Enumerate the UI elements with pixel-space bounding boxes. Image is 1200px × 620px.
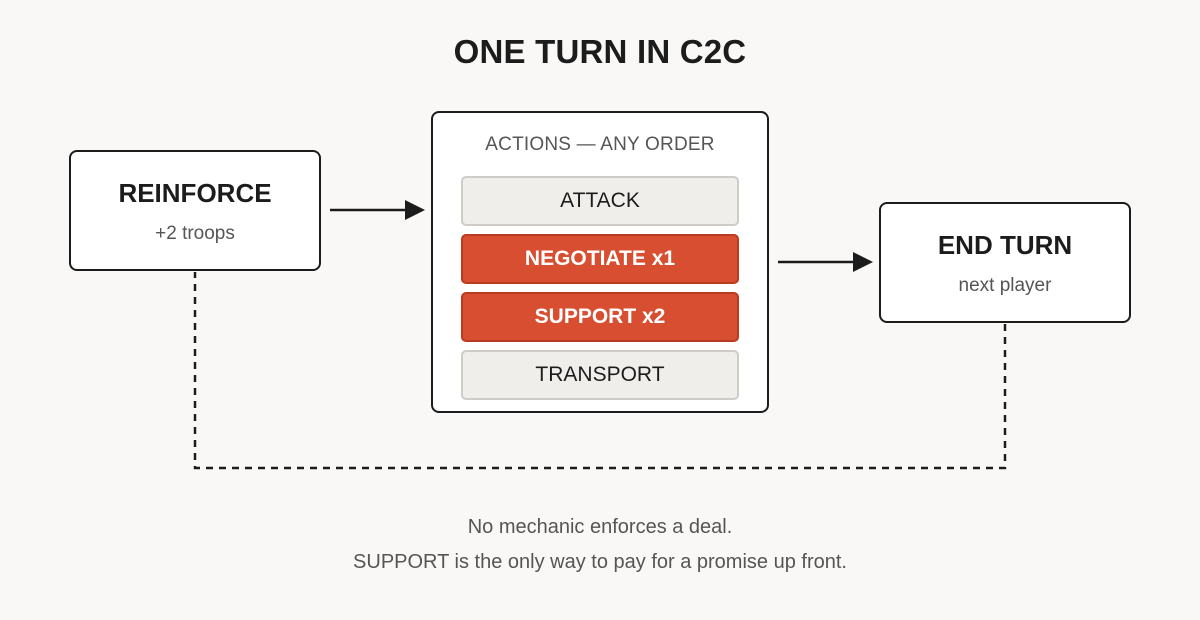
caption-line-2: SUPPORT is the only way to pay for a pro… <box>353 551 847 573</box>
end-turn-title: END TURN <box>937 230 1073 260</box>
end-turn-node: END TURN next player <box>879 202 1131 323</box>
action-attack: ATTACK <box>461 176 739 226</box>
action-support: SUPPORT x2 <box>461 292 739 342</box>
actions-header: ACTIONS — ANY ORDER <box>485 134 715 155</box>
loop-back-dashed-line <box>193 272 1007 470</box>
actions-node: ACTIONS — ANY ORDER ATTACK NEGOTIATE x1 … <box>431 111 769 413</box>
arrowhead-to-endturn <box>853 252 873 272</box>
reinforce-subtitle: +2 troops <box>155 223 235 244</box>
caption-line-1: No mechanic enforces a deal. <box>467 516 733 538</box>
arrowhead-to-actions <box>405 200 425 220</box>
reinforce-node: REINFORCE +2 troops <box>69 150 321 271</box>
end-turn-subtitle: next player <box>958 275 1052 296</box>
reinforce-title: REINFORCE <box>118 178 272 208</box>
diagram-title: ONE TURN IN C2C <box>453 33 747 70</box>
action-negotiate: NEGOTIATE x1 <box>461 234 739 284</box>
action-transport: TRANSPORT <box>461 350 739 400</box>
